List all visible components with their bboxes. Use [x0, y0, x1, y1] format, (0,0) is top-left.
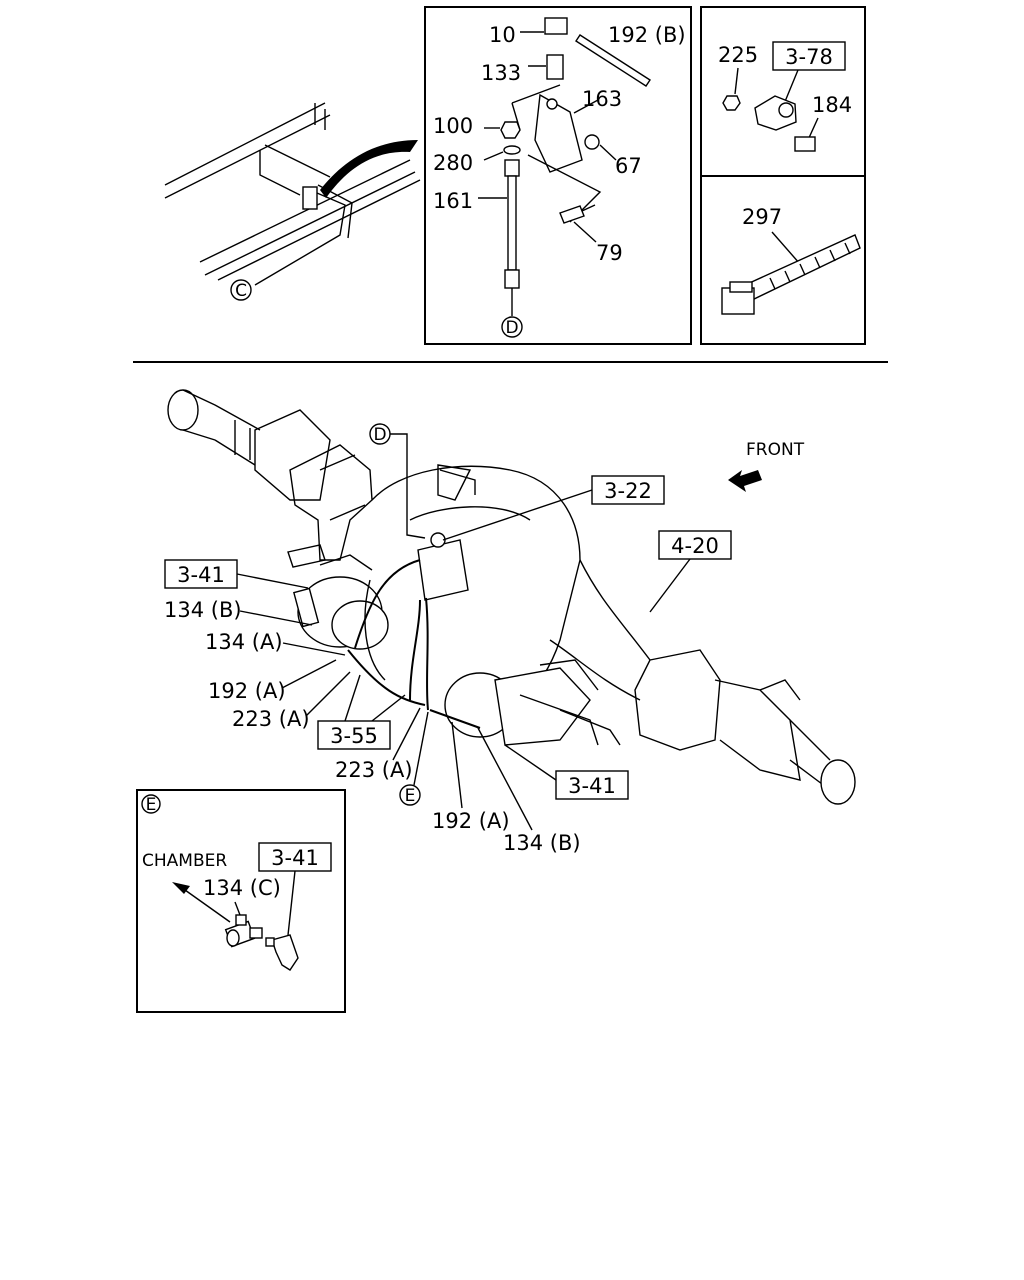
detail-box-cable-tie	[700, 175, 866, 345]
marker-e: E	[405, 786, 416, 806]
part-79-label: 79	[596, 241, 623, 265]
chamber-label: CHAMBER	[142, 851, 227, 871]
axle-assembly	[167, 389, 856, 805]
marker-c: C	[235, 281, 247, 301]
marker-e-inset: E	[146, 795, 157, 815]
front-label: FRONT	[746, 440, 805, 460]
detail-box-bracket	[700, 6, 866, 177]
part-134b-label-bottom: 134 (B)	[503, 831, 581, 855]
ref-3-41-inset: 3-41	[271, 846, 319, 870]
part-192a-label-bottom: 192 (A)	[432, 809, 510, 833]
part-192b-label: 192 (B)	[608, 23, 686, 47]
part-10-label: 10	[489, 23, 516, 47]
marker-d-group: D	[369, 423, 426, 539]
ref-3-41-left: 3-41	[177, 563, 225, 587]
valve-detail: 10 192 (B) 133 163 100 280 67 161 79 D	[433, 17, 686, 338]
frame-overview: C	[164, 102, 421, 301]
part-134a-label: 134 (A)	[205, 630, 283, 654]
part-223a-label-left: 223 (A)	[232, 707, 310, 731]
part-223a-label-bottom: 223 (A)	[335, 758, 413, 782]
ref-box-3-41-right	[555, 770, 629, 800]
part-225-label: 225	[718, 43, 758, 67]
front-arrow-icon	[728, 470, 762, 492]
marker-d-top: D	[505, 318, 518, 338]
part-280-label: 280	[433, 151, 473, 175]
ref-4-20: 4-20	[671, 534, 719, 558]
detail-box-chamber	[136, 789, 346, 1013]
part-134b-label-left: 134 (B)	[164, 598, 242, 622]
ref-box-3-55	[317, 720, 391, 750]
part-163-label: 163	[582, 87, 622, 111]
ref-box-3-41-inset	[258, 842, 332, 872]
part-297-label: 297	[742, 205, 782, 229]
ref-3-22: 3-22	[604, 479, 652, 503]
part-133-label: 133	[481, 61, 521, 85]
ref-box-4-20	[658, 530, 732, 560]
cable-tie-detail: 297	[721, 205, 861, 315]
ref-3-55: 3-55	[330, 724, 378, 748]
chamber-detail: E CHAMBER 3-41 134 (C)	[141, 794, 332, 971]
part-67-label: 67	[615, 154, 642, 178]
ref-3-78: 3-78	[785, 45, 833, 69]
bracket-detail: 225 3-78 184	[718, 41, 852, 152]
part-192a-label-left: 192 (A)	[208, 679, 286, 703]
ref-box-3-41-left	[164, 559, 238, 589]
part-184-label: 184	[812, 93, 852, 117]
ref-box-3-78	[772, 41, 846, 71]
part-134c-label: 134 (C)	[203, 876, 281, 900]
part-100-label: 100	[433, 114, 473, 138]
marker-d-main: D	[373, 425, 386, 445]
ref-3-41-right: 3-41	[568, 774, 616, 798]
part-161-label: 161	[433, 189, 473, 213]
chamber-direction-arrow-icon	[172, 882, 190, 894]
detail-box-valve	[424, 6, 692, 345]
